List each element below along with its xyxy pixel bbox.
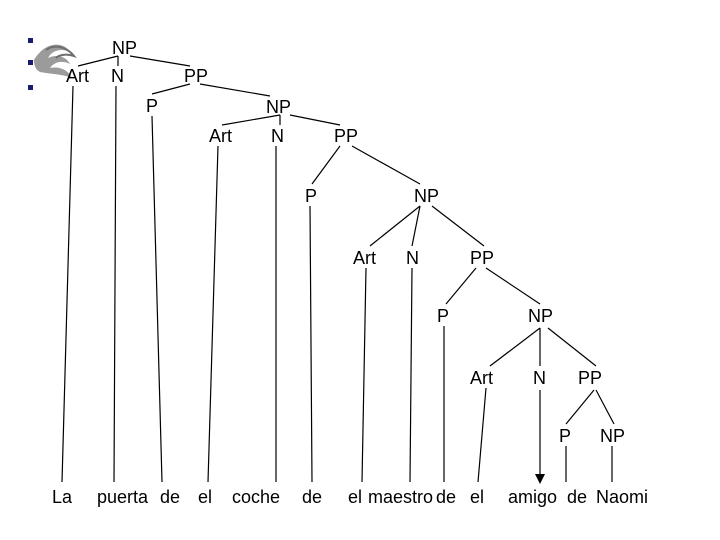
node-art-3: Art xyxy=(353,248,376,268)
word-maestro: maestro xyxy=(368,487,433,507)
word-coche: coche xyxy=(232,487,280,507)
node-np-5: NP xyxy=(600,426,625,446)
word-de-4: de xyxy=(567,487,587,507)
word-puerta: puerta xyxy=(97,487,149,507)
word-el-2: el xyxy=(348,487,362,507)
flame-swirl-logo-icon xyxy=(28,38,77,90)
node-p-3: P xyxy=(437,306,449,326)
tree-edges xyxy=(61,55,615,484)
node-np-3: NP xyxy=(414,186,439,206)
word-de-1: de xyxy=(160,487,180,507)
node-pp-3: PP xyxy=(470,248,494,268)
node-p-4: P xyxy=(559,426,571,446)
word-de-2: de xyxy=(302,487,322,507)
node-p-2: P xyxy=(305,186,317,206)
word-la: La xyxy=(52,487,73,507)
node-n-1: N xyxy=(111,66,124,86)
word-amigo: amigo xyxy=(508,487,557,507)
node-n-3: N xyxy=(406,248,419,268)
node-p-1: P xyxy=(146,96,158,116)
word-naomi: Naomi xyxy=(596,487,648,507)
node-np-4: NP xyxy=(528,306,553,326)
node-pp-1: PP xyxy=(184,66,208,86)
node-art-2: Art xyxy=(209,126,232,146)
word-el-1: el xyxy=(198,487,212,507)
node-art-4: Art xyxy=(470,368,493,388)
node-pp-4: PP xyxy=(578,368,602,388)
word-de-3: de xyxy=(436,487,456,507)
word-el-3: el xyxy=(470,487,484,507)
node-np-1: NP xyxy=(112,38,137,58)
node-art-1: Art xyxy=(66,66,89,86)
node-n-4: N xyxy=(533,368,546,388)
node-pp-2: PP xyxy=(334,126,358,146)
sentence: La puerta de el coche de el maestro de e… xyxy=(52,487,648,507)
node-n-2: N xyxy=(271,126,284,146)
node-np-2: NP xyxy=(266,97,291,117)
